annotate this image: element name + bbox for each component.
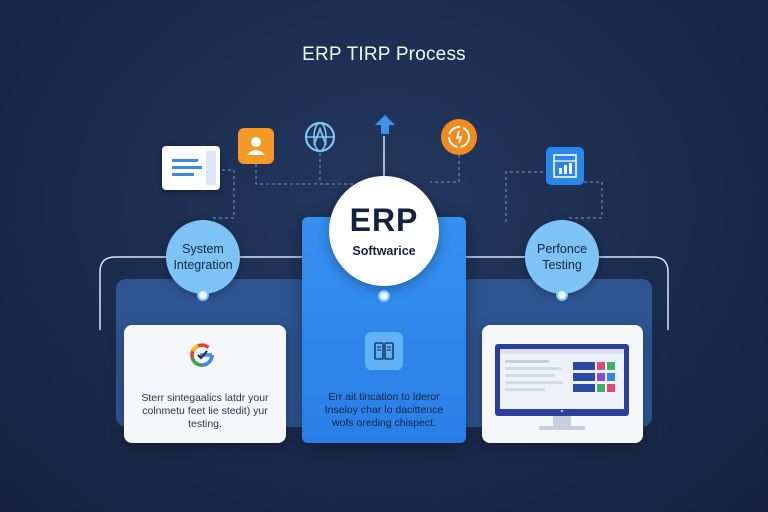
page-title: ERP TIRP Process	[302, 44, 466, 65]
card-left-line3: testing.	[188, 418, 222, 430]
right-connector-dot	[556, 289, 568, 301]
node-system-integration[interactable]: System Integration	[166, 220, 240, 294]
center-line3: wofs oreding chispect.	[332, 417, 436, 429]
document-icon	[162, 146, 220, 190]
erp-heading: ERP	[349, 202, 419, 238]
left-connector-dot	[197, 289, 209, 301]
card-left-line2: colnmetu feet lie stedit) yur	[142, 405, 268, 417]
card-left-line1: Sterr sintegaalics latdr your	[141, 392, 269, 404]
center-description: Err ait tincation to lderor Inseloy char…	[302, 391, 466, 430]
erp-subheading: Softwarice	[352, 244, 416, 258]
globe-icon	[304, 121, 336, 153]
erp-badge: ERP Softwarice	[329, 176, 439, 286]
center-line2: Inseloy char lo dacittence	[324, 404, 444, 416]
center-connector-dot	[378, 290, 390, 302]
node-left-line1: System	[182, 242, 224, 256]
node-performance-testing[interactable]: Perfonce Testing	[525, 220, 599, 294]
google-g-icon	[190, 343, 214, 367]
monitor-icon	[495, 344, 629, 430]
upload-arrow-icon	[375, 115, 395, 134]
user-icon	[238, 128, 274, 164]
node-left-line2: Integration	[173, 258, 233, 272]
clock-icon	[441, 119, 477, 155]
book-icon	[365, 332, 403, 370]
node-right-line1: Perfonce	[536, 242, 588, 256]
chart-icon	[546, 147, 584, 185]
node-right-line2: Testing	[542, 258, 582, 272]
center-line1: Err ait tincation to lderor	[328, 391, 440, 403]
